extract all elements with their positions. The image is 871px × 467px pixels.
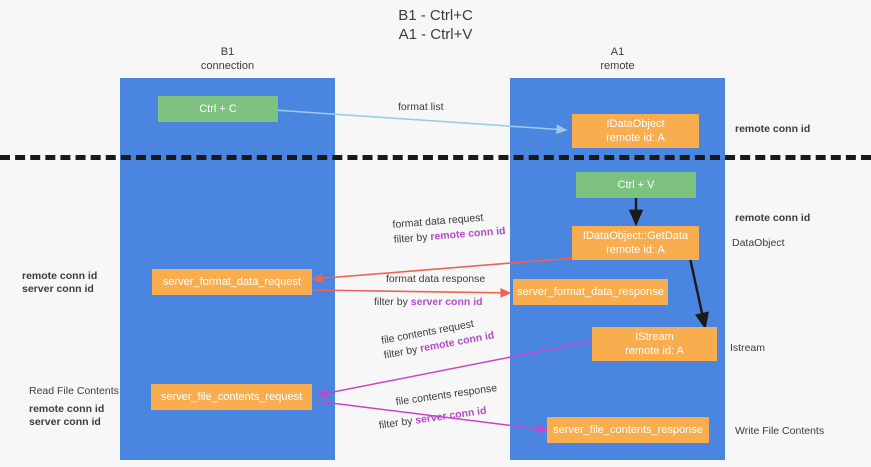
edge-label-format-list: format list	[398, 101, 444, 113]
node-server-format-data-response[interactable]: server_format_data_response	[513, 279, 668, 305]
node-getdata-sub: remote id: A	[606, 244, 665, 256]
node-getdata[interactable]: IDataObject::GetData remote id: A	[572, 226, 699, 260]
edge-label-format-data-response-main: format data response	[386, 273, 486, 285]
node-server-format-data-response-label: server_format_data_response	[517, 286, 664, 298]
annotation-left-server-conn-id-bottom: server conn id	[29, 416, 101, 428]
node-ctrl-c-label: Ctrl + C	[199, 103, 237, 115]
annotation-left-remote-conn-id-bottom: remote conn id	[29, 403, 105, 415]
phase-separator	[0, 155, 871, 160]
node-ctrl-v-label: Ctrl + V	[617, 179, 655, 191]
node-server-file-contents-response-label: server_file_contents_response	[553, 424, 703, 436]
annotation-remote-conn-id-mid: remote conn id	[735, 212, 811, 224]
column-header-b1: B1 connection	[200, 46, 255, 72]
node-idataobject[interactable]: IDataObject remote id: A	[572, 114, 699, 148]
edge-label-format-data-request: format data request filter by remote con…	[392, 209, 506, 248]
node-server-format-data-request-label: server_format_data_request	[162, 276, 302, 288]
node-server-file-contents-request[interactable]: server_file_contents_request	[151, 384, 312, 410]
node-istream[interactable]: IStream remote id: A	[592, 327, 717, 361]
edge-label-format-data-response-filter: filter by server conn id	[374, 296, 483, 308]
diagram-title: B1 - Ctrl+C A1 - Ctrl+V	[398, 7, 473, 43]
node-ctrl-v[interactable]: Ctrl + V	[576, 172, 696, 198]
edge-label-format-data-response: format data response filter by server co…	[374, 272, 486, 310]
node-idataobject-sub: remote id: A	[606, 132, 665, 144]
node-server-file-contents-request-label: server_file_contents_request	[160, 391, 303, 403]
node-server-file-contents-response[interactable]: server_file_contents_response	[547, 417, 709, 443]
annotation-read-file-contents: Read File Contents	[29, 385, 119, 397]
annotation-remote-conn-id-top: remote conn id	[735, 123, 811, 135]
edge-label-file-contents-request: file contents request filter by remote c…	[380, 314, 496, 364]
edge-label-file-contents-response: file contents response filter by server …	[375, 381, 501, 434]
column-header-a1: A1 remote	[600, 46, 635, 72]
node-server-format-data-request[interactable]: server_format_data_request	[152, 269, 312, 295]
annotation-dataobject: DataObject	[732, 237, 785, 249]
node-istream-label: IStream	[635, 331, 674, 343]
annotation-write-file-contents: Write File Contents	[735, 425, 825, 437]
annotation-left-remote-conn-id-mid: remote conn id	[22, 270, 98, 282]
annotation-left-server-conn-id-mid: server conn id	[22, 283, 94, 295]
node-idataobject-label: IDataObject	[606, 118, 665, 130]
node-istream-sub: remote id: A	[625, 345, 684, 357]
node-getdata-label: IDataObject::GetData	[582, 230, 689, 242]
annotation-istream: Istream	[730, 342, 766, 354]
node-ctrl-c[interactable]: Ctrl + C	[158, 96, 278, 122]
filter-key-server-conn-id: server conn id	[410, 296, 483, 308]
filter-key-server-conn-id-2: server conn id	[414, 404, 488, 427]
